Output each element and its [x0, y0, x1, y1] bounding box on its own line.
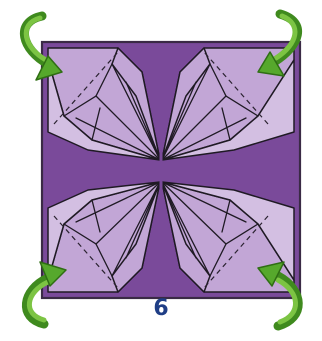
- step-number: 6: [146, 296, 176, 321]
